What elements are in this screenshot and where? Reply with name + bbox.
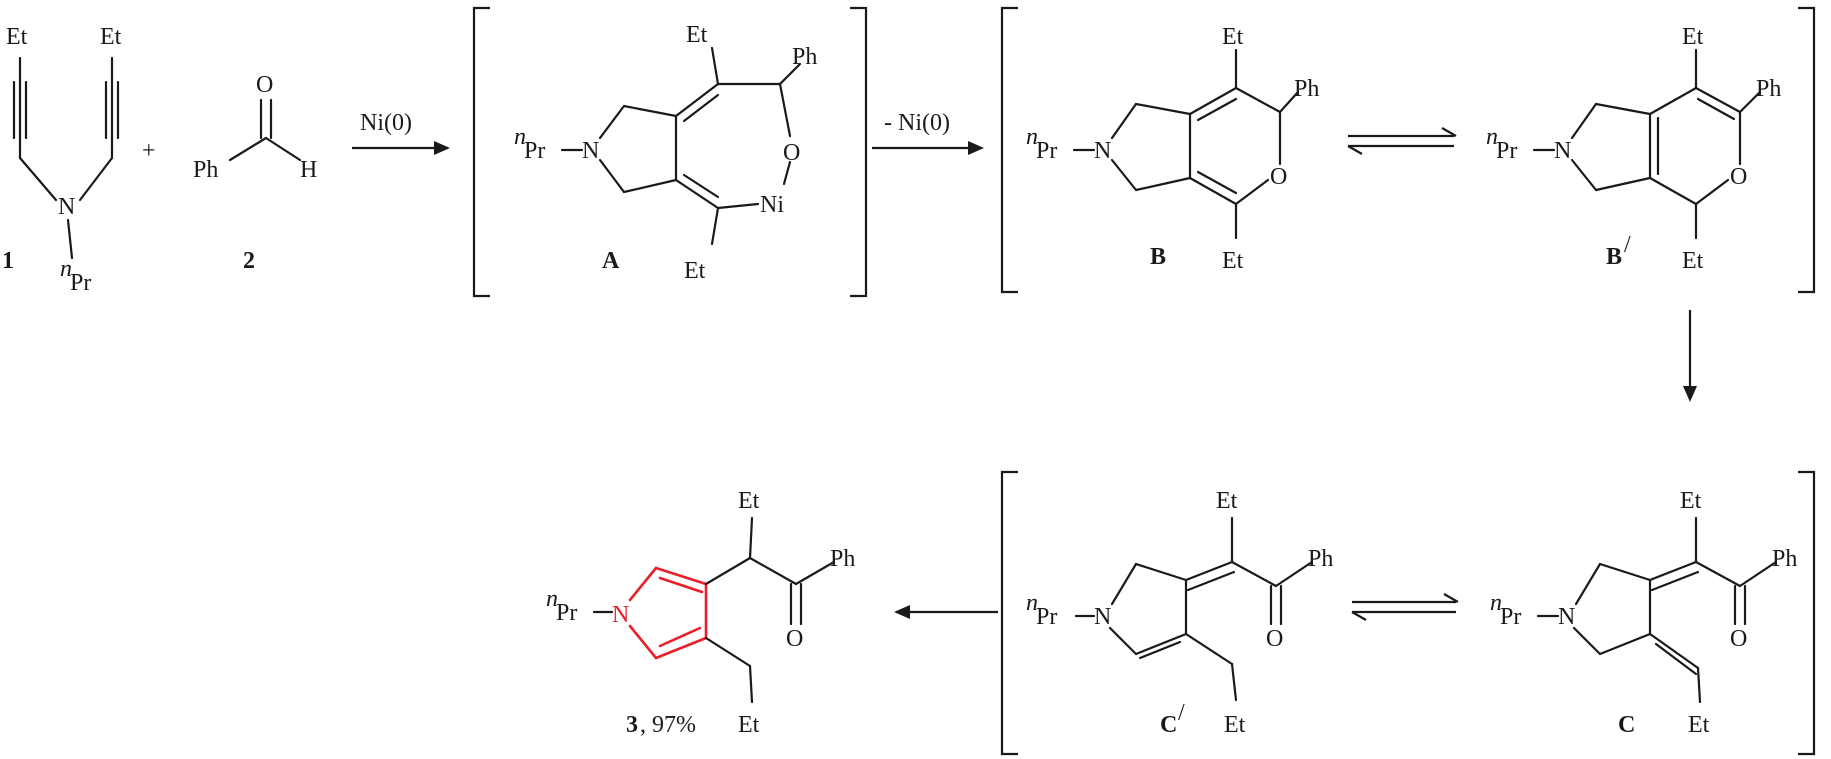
prime-mark: /: [1178, 700, 1185, 726]
arrow-left: [894, 605, 998, 619]
npr-superscript: n: [1490, 590, 1502, 616]
et-label: Et: [1222, 248, 1244, 274]
bracket-left: [1000, 470, 1018, 756]
bracket-right: [1798, 6, 1816, 294]
prime-mark: /: [1624, 232, 1631, 258]
product-3: n Pr N Et Ph O Et 3 , 97%: [546, 488, 855, 738]
npr-superscript: n: [60, 256, 72, 282]
intermediate-b-prime: n Pr N Et Ph O Et B /: [1486, 24, 1781, 274]
nitrogen-label: N: [1094, 138, 1111, 164]
compound-label-c: C: [1618, 712, 1635, 738]
bracket-right: [1798, 470, 1816, 756]
phenyl-label: Ph: [1756, 76, 1781, 102]
plus-sign: +: [142, 138, 156, 164]
nitrogen-label: N: [1554, 138, 1571, 164]
arrow-minus-ni0: - Ni(0): [872, 110, 984, 155]
et-label: Et: [1222, 24, 1244, 50]
npr-superscript: n: [1026, 590, 1038, 616]
compound-label-1: 1: [2, 248, 14, 274]
et-label: Et: [738, 712, 760, 738]
reagent-label: - Ni(0): [884, 110, 950, 136]
intermediate-c: n Pr N Et Ph O Et C: [1490, 488, 1797, 738]
et-label: Et: [1216, 488, 1238, 514]
phenyl-label: Ph: [1294, 76, 1319, 102]
compound-2: O Ph H 2: [193, 72, 317, 274]
et-label: Et: [1680, 488, 1702, 514]
oxygen-label: O: [786, 626, 803, 652]
reagent-label: Ni(0): [360, 110, 412, 136]
nitrogen-label: N: [1094, 604, 1111, 630]
et-label: Et: [686, 22, 708, 48]
nitrogen-label: N: [1558, 604, 1575, 630]
npr-label: Pr: [70, 270, 91, 296]
yield-label: , 97%: [640, 712, 696, 738]
arrow-down: [1683, 310, 1697, 402]
hydrogen-label: H: [300, 157, 317, 183]
phenyl-label: Ph: [830, 546, 855, 572]
intermediate-c-prime: n Pr N Et Ph O Et C /: [1026, 488, 1333, 738]
npr-label: Pr: [524, 138, 545, 164]
et-label: Et: [1682, 248, 1704, 274]
npr-label: Pr: [1496, 138, 1517, 164]
phenyl-label: Ph: [1308, 546, 1333, 572]
bracket-left: [1000, 6, 1018, 294]
npr-superscript: n: [514, 124, 526, 150]
oxygen-label: O: [783, 140, 800, 166]
compound-label-2: 2: [243, 248, 255, 274]
et-label: Et: [1682, 24, 1704, 50]
et-label: Et: [738, 488, 760, 514]
et-label: Et: [6, 24, 28, 50]
compound-label-a: A: [602, 248, 620, 274]
npr-label: Pr: [1036, 138, 1057, 164]
npr-superscript: n: [1026, 124, 1038, 150]
bracket-left: [472, 6, 490, 298]
et-label: Et: [1688, 712, 1710, 738]
oxygen-label: O: [256, 72, 273, 98]
compound-label-c-prime: C: [1160, 712, 1177, 738]
et-label: Et: [1224, 712, 1246, 738]
arrow-ni0: Ni(0): [352, 110, 450, 155]
oxygen-label: O: [1730, 626, 1747, 652]
compound-label-b-prime: B: [1606, 244, 1622, 270]
phenyl-label: Ph: [1772, 546, 1797, 572]
npr-label: Pr: [1500, 604, 1521, 630]
phenyl-label: Ph: [193, 157, 218, 183]
intermediate-a: n Pr N Et Ph O Ni Et A: [514, 22, 817, 284]
intermediate-b: n Pr N Et Ph O Et B: [1026, 24, 1319, 274]
compound-label-3: 3: [626, 712, 638, 738]
equilibrium-arrows: [1347, 127, 1457, 155]
nitrogen-label: N: [582, 138, 599, 164]
nitrogen-label: N: [58, 194, 75, 220]
npr-superscript: n: [1486, 124, 1498, 150]
oxygen-label: O: [1730, 164, 1747, 190]
nitrogen-label: N: [612, 602, 629, 628]
compound-label-b: B: [1150, 244, 1166, 270]
et-label: Et: [684, 258, 706, 284]
npr-superscript: n: [546, 586, 558, 612]
compound-1: Et Et N n Pr 1: [2, 24, 122, 296]
phenyl-label: Ph: [792, 44, 817, 70]
oxygen-label: O: [1270, 164, 1287, 190]
bracket-right: [850, 6, 868, 298]
equilibrium-arrows: [1351, 593, 1459, 621]
npr-label: Pr: [556, 600, 577, 626]
et-label: Et: [100, 24, 122, 50]
npr-label: Pr: [1036, 604, 1057, 630]
oxygen-label: O: [1266, 626, 1283, 652]
nickel-label: Ni: [760, 192, 784, 218]
